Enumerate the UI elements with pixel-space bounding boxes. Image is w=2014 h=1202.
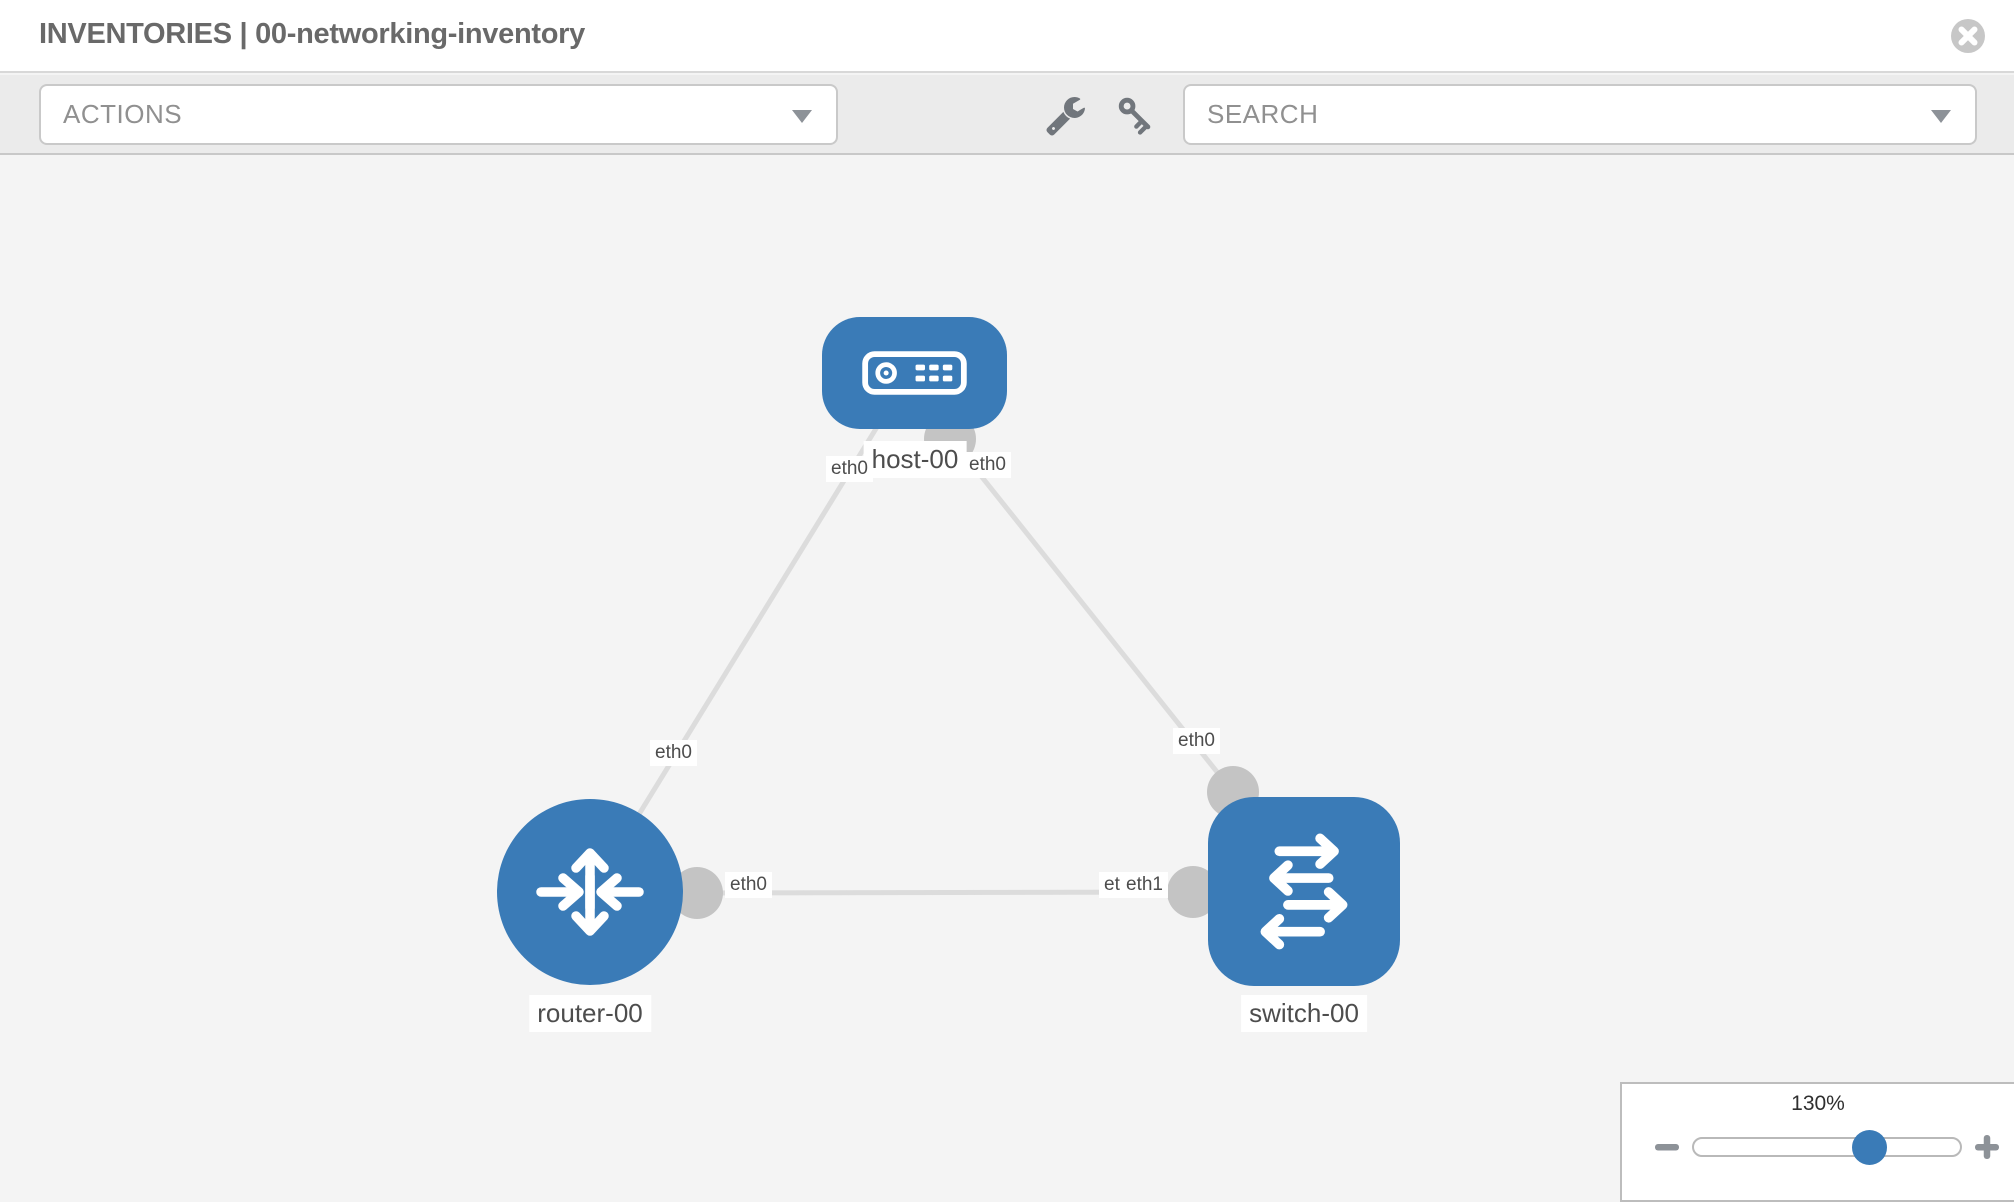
iface-label-switch-eth0-uplink: eth0 [1173,728,1220,754]
actions-dropdown[interactable]: ACTIONS [39,84,838,145]
zoom-panel: 130% [1620,1082,2014,1202]
chevron-down-icon [792,110,812,123]
wrench-icon[interactable] [1046,94,1088,136]
iface-label-host-eth0-right: eth0 [964,452,1011,478]
topology-links [587,413,1259,919]
iface-label-switch-eth1-port: eth1 [1121,872,1168,898]
close-icon[interactable] [1949,17,1987,55]
zoom-out-icon[interactable] [1654,1134,1680,1160]
zoom-slider[interactable] [1692,1130,1962,1165]
search-dropdown-label: SEARCH [1207,99,1319,129]
node-label-switch-00[interactable]: switch-00 [1241,995,1367,1032]
node-router-00[interactable] [497,799,683,985]
key-icon[interactable] [1115,94,1157,136]
node-host-00[interactable] [822,317,1007,429]
header: INVENTORIES | 00-networking-inventory [0,0,2014,73]
search-dropdown[interactable]: SEARCH [1183,84,1977,145]
host-icon [862,351,967,395]
iface-label-router-eth0-port: eth0 [725,872,772,898]
actions-dropdown-label: ACTIONS [63,99,183,129]
page-title: INVENTORIES | 00-networking-inventory [39,18,585,50]
zoom-level-value: 130% [1791,1092,1845,1115]
toolbar: ACTIONS SEARCH [0,75,2014,155]
node-switch-00[interactable] [1208,797,1400,986]
iface-label-host-eth0-left: eth0 [826,456,873,482]
port-switch-eth1[interactable] [1167,866,1219,918]
port-router-eth0[interactable] [671,867,723,919]
zoom-slider-thumb[interactable] [1852,1130,1887,1165]
node-label-host-00[interactable]: host-00 [863,441,967,478]
switch-icon [1260,833,1348,949]
zoom-in-icon[interactable] [1974,1134,2000,1160]
iface-label-router-eth0-uplink: eth0 [650,740,697,766]
topology-canvas[interactable]: host-00 router-00 switch-00 eth0 eth0 et… [0,157,2014,1200]
node-label-router-00[interactable]: router-00 [529,995,651,1032]
chevron-down-icon [1931,110,1951,123]
router-icon [536,848,644,936]
